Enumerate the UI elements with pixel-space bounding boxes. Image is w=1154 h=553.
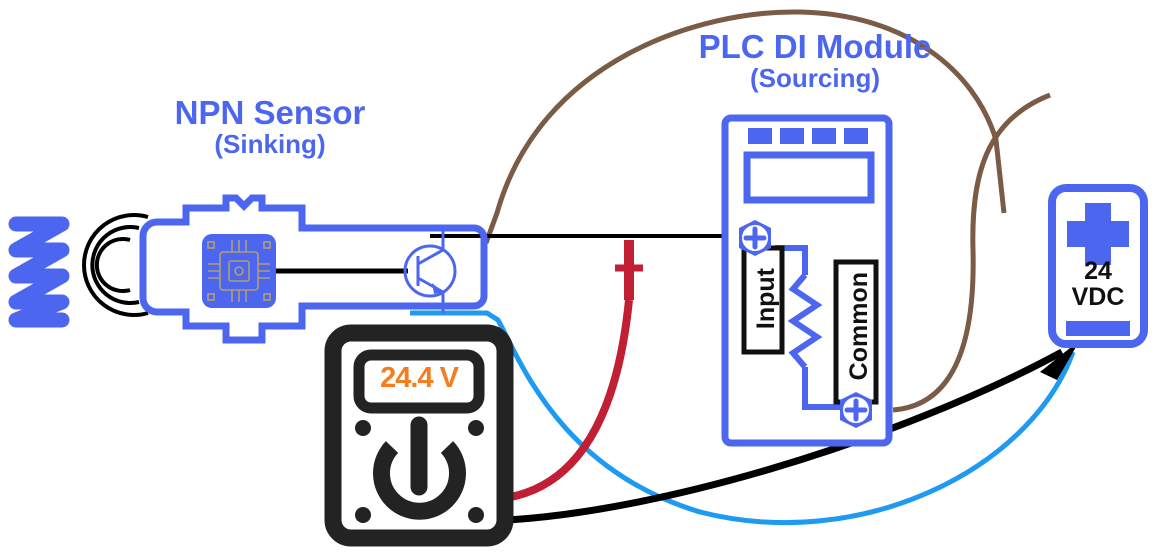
power-supply-value: 24 — [1084, 257, 1112, 285]
sensor-subtitle: (Sinking) — [214, 128, 326, 159]
screw-dot-br — [468, 507, 484, 523]
power-supply-label: 24 VDC — [1055, 258, 1141, 311]
plc-common-screw-icon[interactable] — [840, 392, 872, 428]
plc-title: PLC DI Module — [698, 28, 932, 65]
brown-wire-plc-common — [892, 92, 1051, 413]
screw-dot-tr — [468, 420, 484, 436]
multimeter-reading: 24.4 V — [380, 362, 459, 394]
plc-led-strip — [748, 128, 868, 144]
power-supply-unit: VDC — [1071, 283, 1125, 312]
plc-input-screw-icon[interactable] — [739, 220, 771, 256]
power-supply-device[interactable] — [1048, 184, 1148, 348]
plc-display-window — [743, 151, 875, 204]
sensing-field-arcs-icon — [82, 213, 149, 317]
npn-transistor-icon — [403, 228, 457, 313]
screw-dot-bl — [355, 507, 371, 523]
plc-internal-circuit — [775, 245, 840, 410]
coil-target-icon — [8, 216, 70, 328]
lightblue-wire-sensor-negative — [410, 310, 1076, 526]
plus-terminal-icon — [1067, 203, 1129, 265]
multimeter-display — [353, 349, 485, 414]
black-wire-meter-negative — [476, 340, 1080, 525]
plc-di-module-device[interactable] — [721, 114, 893, 447]
brown-wire-supply-positive — [483, 9, 1007, 244]
plc-common-terminal-label: Common — [845, 272, 873, 381]
multimeter-device[interactable] — [324, 324, 514, 547]
sensor-title: NPN Sensor — [174, 94, 366, 131]
sensor-label: NPN Sensor (Sinking) — [110, 94, 430, 159]
plc-subtitle: (Sourcing) — [750, 62, 880, 93]
plc-label: PLC DI Module (Sourcing) — [665, 28, 965, 93]
plc-input-terminal-block[interactable] — [741, 245, 785, 355]
screw-dot-tl — [355, 420, 371, 436]
sensor-body-outline — [139, 194, 488, 344]
microchip-icon — [202, 234, 276, 308]
plc-input-terminal-label: Input — [752, 268, 780, 330]
minus-terminal-icon — [1066, 321, 1130, 336]
npn-sensor-device[interactable] — [8, 194, 488, 344]
power-symbol-icon[interactable] — [373, 416, 466, 520]
